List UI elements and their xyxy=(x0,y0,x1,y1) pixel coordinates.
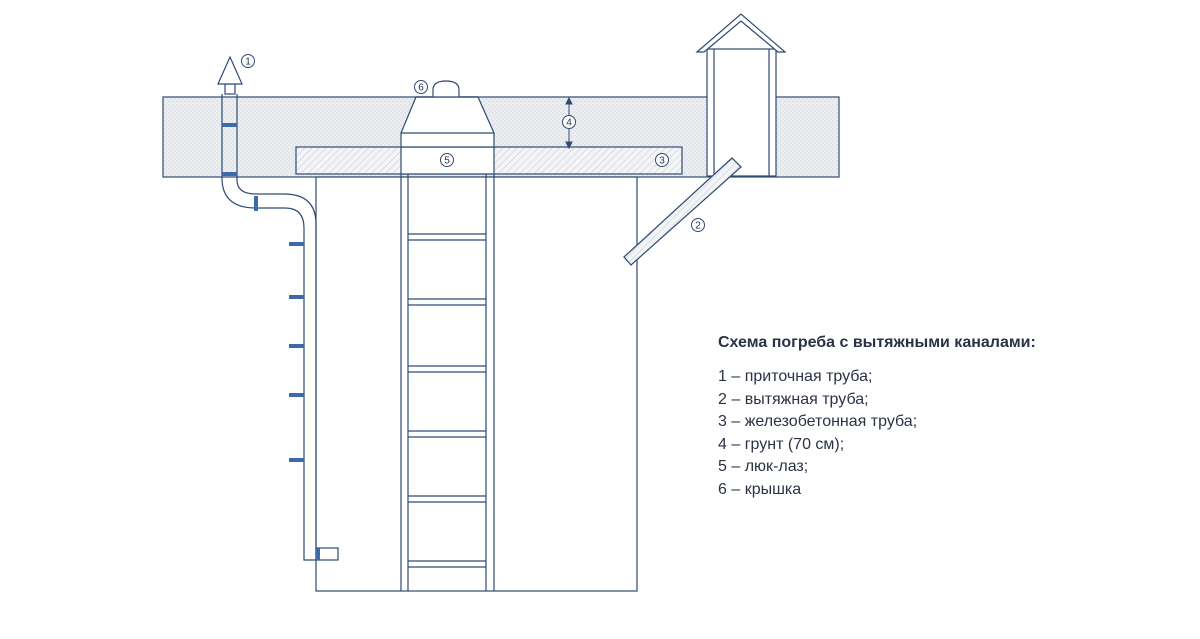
callout-5: 5 xyxy=(440,153,454,167)
svg-text:4: 4 xyxy=(566,118,572,129)
legend-item-1: 1 – приточная труба; xyxy=(718,368,873,385)
svg-text:5: 5 xyxy=(444,156,450,167)
svg-text:1: 1 xyxy=(245,57,251,68)
callout-2: 2 xyxy=(691,218,705,232)
lid-handle xyxy=(432,80,460,97)
legend-item-6: 6 – крышка xyxy=(718,480,802,498)
callout-3: 3 xyxy=(655,153,669,167)
callout-1: 1 xyxy=(241,54,255,68)
vent-house xyxy=(695,13,787,177)
supply-pipe-arrow xyxy=(217,55,243,85)
svg-text:3: 3 xyxy=(659,156,665,167)
callout-4: 4 xyxy=(562,115,576,129)
supply-pipe xyxy=(221,94,317,561)
ladder-rungs xyxy=(408,233,486,568)
hatch-lid xyxy=(400,96,495,148)
exhaust-pipe xyxy=(623,157,742,266)
legend-item-3: 3 – железобетонная труба; xyxy=(718,413,918,430)
legend-item-4: 4 – грунт (70 см); xyxy=(718,435,845,453)
legend-item-2: 2 – вытяжная труба; xyxy=(718,390,869,408)
ladder xyxy=(400,174,495,591)
legend: Схема погреба с вытяжными каналами: 1 – … xyxy=(718,334,1158,501)
pipe-joints xyxy=(222,123,320,560)
legend-title: Схема погреба с вытяжными каналами: xyxy=(718,334,1036,351)
callout-6: 6 xyxy=(414,80,428,94)
legend-item-5: 5 – люк-лаз; xyxy=(718,458,809,475)
supply-pipe-cap xyxy=(224,83,236,95)
svg-text:6: 6 xyxy=(418,83,424,94)
cellar-pit xyxy=(315,176,638,592)
svg-text:2: 2 xyxy=(695,221,701,232)
